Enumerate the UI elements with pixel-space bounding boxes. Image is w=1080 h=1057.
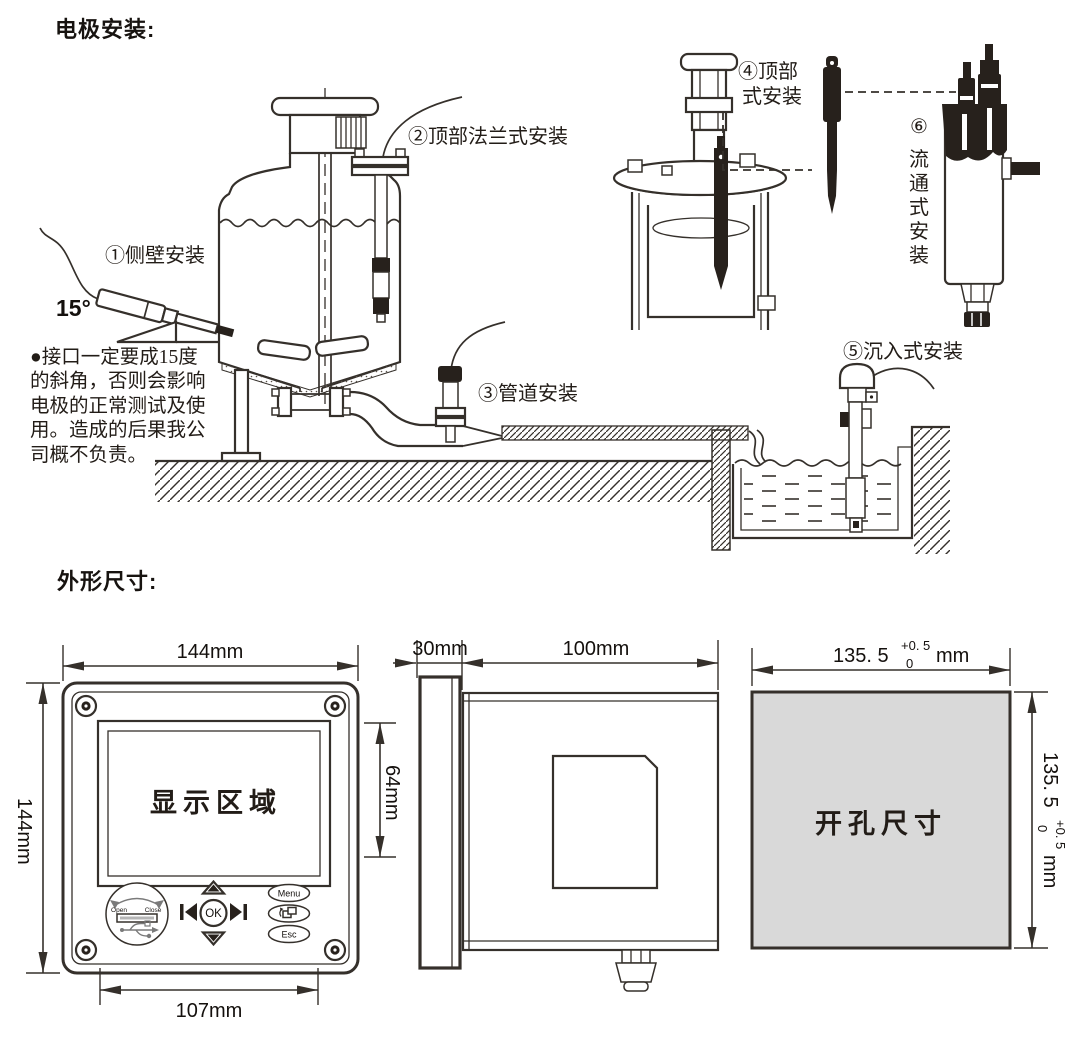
tank-leg [233,368,250,455]
cable-gland [615,949,657,992]
front-view-drawing: 显示区域 Open Close [13,641,403,1022]
display-screen [107,730,321,877]
label-immersion-install: ⑤沉入式安装 [843,340,963,363]
panel-cutout-drawing: 开孔尺寸 135. 5 +0. 5 0 mm 135. 5 +0. 5 0 mm [750,638,1068,950]
soil-hatch [914,428,950,554]
top-flange-electrode-figure: ②顶部法兰式安装 [350,96,568,323]
tank-water-line [219,218,401,228]
ok-key [199,898,228,928]
ok-key-label: OK [205,908,222,920]
label-pipeline-install: ③管道安装 [478,382,578,405]
label-flow-through-char: 流 [909,148,929,171]
window-switch-icon [279,906,297,919]
installation-warning-note: ●接口一定要成15度 的斜角，否则会影响 电极的正常测试及使 用。造成的后果我公… [30,346,230,468]
usb-icon [120,920,159,939]
section-title-electrode-installation: 电极安装: [55,17,156,42]
dial-open-label: Open [111,907,127,914]
dim-front-width: 144mm [177,641,244,663]
label-flow-through-char: 通 [909,172,929,195]
side-inner-panel [551,754,659,890]
side-wall-electrode-figure: ①侧壁安装 15° [39,227,235,344]
dim-cutout-height-unit: mm [1039,855,1061,888]
note-line: 用。造成的后果我公 [30,420,206,442]
esc-key [267,924,311,944]
menu-key [267,883,311,903]
dim-cutout-width-tol-lower: 0 [906,656,913,671]
function-buttons: Menu Esc [267,883,311,944]
dial-close-label: Close [145,907,162,914]
front-view-dimensions: 144mm 144mm 64mm 107mm [13,641,403,1022]
sump-water-line [734,459,902,467]
dim-cutout-height-tol-lower: 0 [1035,825,1050,832]
immersion-sump-figure: ⑤沉入式安装 [711,340,963,554]
dim-panel-depth: 30mm [412,638,468,660]
label-flow-through-char: 式 [909,196,929,219]
cutout-square [750,690,1012,950]
side-view-drawing: 30mm 100mm [393,638,720,992]
label-15-degree: 15° [56,295,91,321]
label-flow-through-number: ⑥ [910,116,928,138]
pipeline-electrode-figure: ③管道安装 [434,321,749,447]
dim-display-height: 64mm [381,765,403,821]
sump-water-dashes [744,470,896,527]
label-flow-through-char: 装 [909,244,929,267]
dim-body-depth: 100mm [563,638,630,660]
right-arrow-key [230,903,242,921]
cutout-label: 开孔尺寸 [815,809,947,839]
dim-cutout-width-unit: mm [936,645,969,667]
arrow-keypad: OK [180,879,247,947]
panel-flange [418,675,462,970]
left-arrow-key [185,903,197,921]
section-title-outline-dimensions: 外形尺寸: [57,569,158,594]
pipe-wall-hatch [501,425,749,441]
dim-front-height: 144mm [13,798,35,865]
usb-dial: Open Close [105,882,169,946]
note-line: 的斜角，否则会影响 [30,371,206,393]
stirrer-blade [314,335,370,357]
dim-keypad-width: 107mm [176,1000,243,1022]
dim-cutout-height-main: 135. 5 [1039,752,1061,808]
dim-cutout-height-tol-upper: +0. 5 [1053,820,1068,849]
display-area-label: 显示区域 [150,788,282,818]
dim-cutout-width-tol-upper: +0. 5 [901,638,930,653]
label-top-mount-line1: ④顶部 [738,60,798,83]
note-line: ●接口一定要成15度 [30,347,198,368]
esc-key-label: Esc [281,930,297,940]
label-top-mount-line2: 式安装 [742,85,802,108]
stirrer-blade [256,339,312,361]
label-flow-through-char: 安 [909,220,929,243]
menu-key-label: Menu [278,889,301,899]
note-line: 电极的正常测试及使 [30,395,206,417]
ground-hatch [155,459,712,502]
electrode-enlarged [823,56,841,214]
mixing-tank-figure [217,88,463,463]
label-side-wall-install: ①侧壁安装 [105,244,205,267]
label-top-flange-install: ②顶部法兰式安装 [408,125,568,148]
flow-cell-figure: ⑥ 流 通 式 安 装 [909,44,1040,327]
reactor-top-mount-figure: ④顶部 式安装 [612,52,956,330]
cutout-dimensions: 135. 5 +0. 5 0 mm 135. 5 +0. 5 0 mm [751,638,1068,949]
note-line: 司概不负责。 [30,444,148,466]
housing-body [461,691,720,952]
side-view-dimensions: 30mm 100mm [393,638,719,690]
dim-cutout-width-main: 135. 5 [833,645,889,667]
corner-screws [74,694,347,962]
